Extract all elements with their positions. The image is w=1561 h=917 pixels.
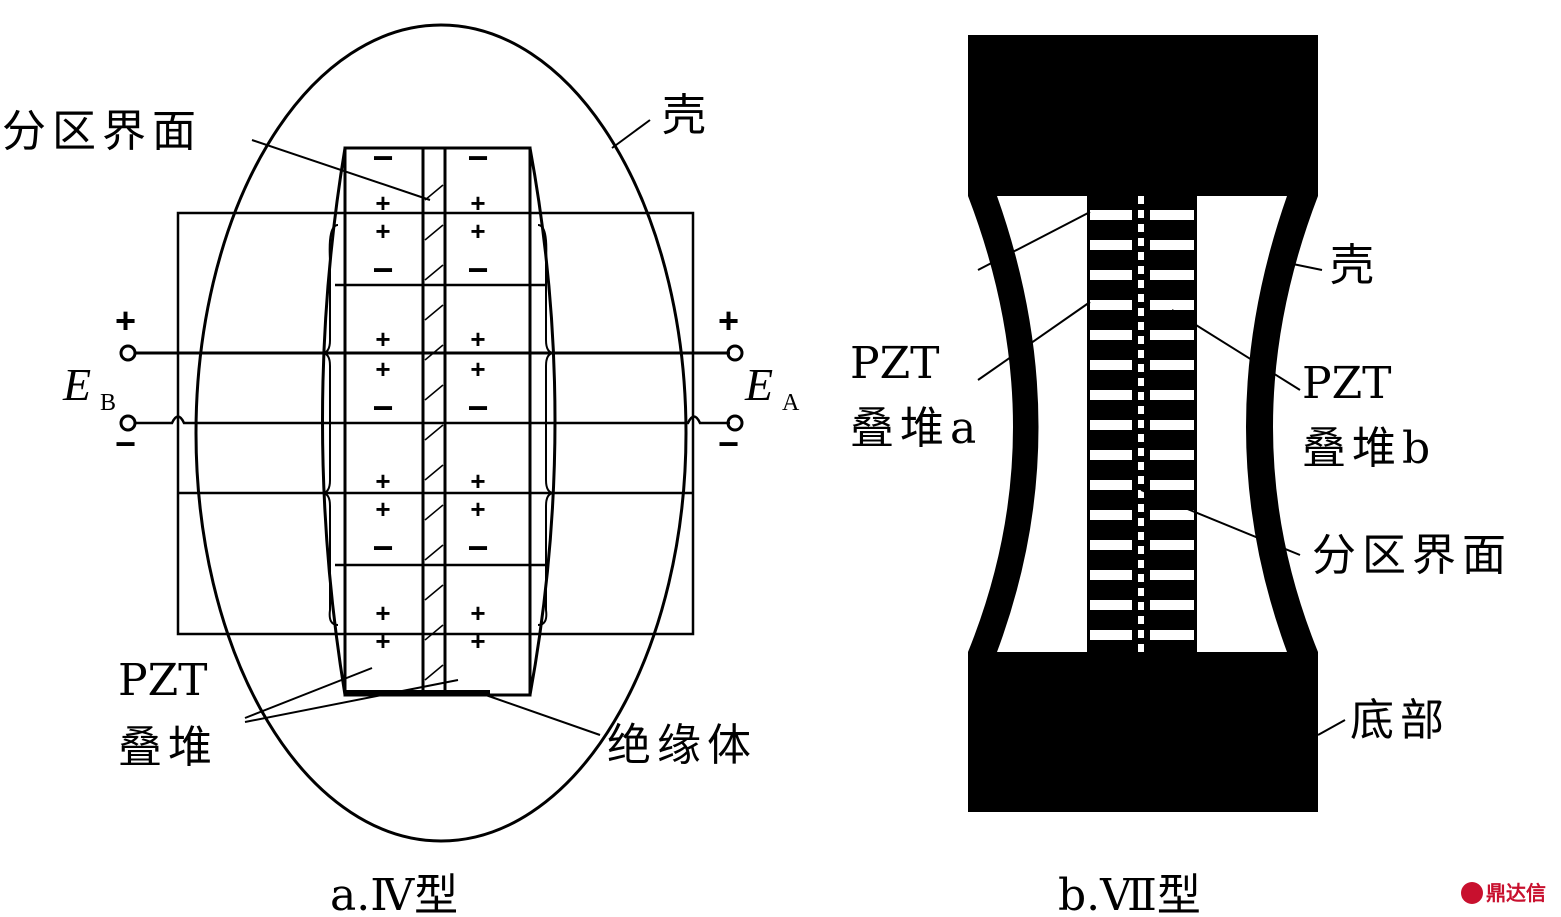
right-stack-a-label: 叠堆a (850, 403, 982, 454)
right-shell-label: 壳 (1330, 240, 1380, 291)
watermark-text: 鼎达信 (1486, 881, 1546, 905)
left-interface-label: 分区界面 (2, 106, 202, 157)
right-stack-b-label: 叠堆b (1302, 423, 1436, 474)
eb-minus-label: − (115, 423, 136, 464)
right-brackets (537, 224, 555, 626)
sign-r-11: + (470, 598, 485, 628)
sign-l-9: + (375, 494, 390, 524)
sign-l-6: + (375, 354, 390, 384)
electrode-lines (178, 283, 693, 567)
ea-label: E (744, 359, 773, 410)
plate-signs: − + + − + + − + + − + + − + + − + + − + … (372, 137, 488, 656)
left-pzt-label: PZT (118, 655, 208, 706)
right-pzt-a-label: PZT (850, 338, 940, 389)
terminal-ea-minus (726, 414, 744, 432)
diagram-type-iv (119, 23, 744, 843)
sign-l-8: + (375, 466, 390, 496)
left-brackets (321, 224, 339, 626)
sign-l-10: − (372, 527, 393, 568)
left-shell-label: 壳 (662, 90, 712, 141)
ea-plus-label: + (718, 300, 739, 341)
sign-r-2: + (470, 188, 485, 218)
sign-r-3: + (470, 216, 485, 246)
sign-l-3: + (375, 216, 390, 246)
shell-ellipse (194, 23, 688, 843)
terminal-eb-minus (119, 414, 137, 432)
terminal-ea-plus (726, 344, 744, 362)
sign-r-4: − (467, 249, 488, 290)
eb-subscript: B (100, 390, 116, 416)
sign-l-1: − (372, 137, 393, 178)
watermark-logo: 鼎达信 (1461, 881, 1546, 905)
eb-plus-label: + (115, 300, 136, 341)
sign-r-7: − (467, 387, 488, 428)
sign-r-5: + (470, 324, 485, 354)
left-stack-label: 叠堆 (118, 722, 218, 773)
ea-minus-label: − (718, 423, 739, 464)
sign-l-2: + (375, 188, 390, 218)
left-insulator-label: 绝缘体 (607, 720, 757, 771)
sign-l-4: − (372, 249, 393, 290)
right-base-label: 底部 (1350, 695, 1450, 746)
stack-barrel-right (528, 147, 557, 696)
sign-r-8: + (470, 466, 485, 496)
sign-r-10: − (467, 527, 488, 568)
negative-wire (135, 415, 730, 425)
sign-l-5: + (375, 324, 390, 354)
sign-r-12: + (470, 626, 485, 656)
sign-l-12: + (375, 626, 390, 656)
sign-r-1: − (467, 137, 488, 178)
stack-barrel-left (321, 147, 347, 696)
right-interface-label: 分区界面 (1312, 530, 1512, 581)
caption-a: a.Ⅳ型 (330, 870, 458, 917)
terminal-eb-plus (119, 344, 137, 362)
pzt-plate-slots (1090, 210, 1194, 640)
diagram-type-vii (968, 35, 1346, 812)
sign-r-6: + (470, 354, 485, 384)
right-pzt-b-label: PZT (1302, 358, 1392, 409)
sign-l-7: − (372, 387, 393, 428)
sign-l-11: + (375, 598, 390, 628)
leader-lines-right (977, 211, 1346, 736)
sign-r-9: + (470, 494, 485, 524)
eb-label: E (62, 359, 91, 410)
interface-hatching (424, 184, 444, 681)
outer-frame (176, 211, 695, 636)
leader-lines-left (244, 119, 651, 736)
ea-subscript: A (782, 390, 800, 416)
insulator-strip (421, 146, 447, 697)
caption-b: b.Ⅶ型 (1058, 870, 1201, 917)
